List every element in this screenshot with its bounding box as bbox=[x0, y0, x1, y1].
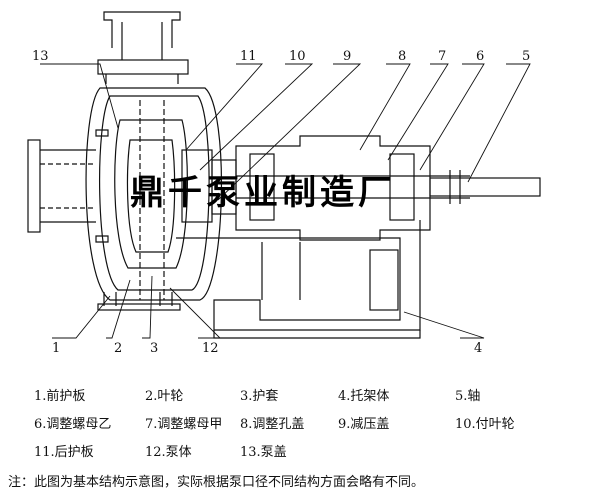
pump-sectional-diagram: 13 11 10 9 8 7 6 5 1 2 3 12 4 鼎千泵业制造厂 bbox=[27, 11, 541, 356]
shaft bbox=[429, 177, 541, 197]
callout-8: 8 bbox=[398, 49, 406, 64]
legend-item: 11.后护板 bbox=[34, 445, 94, 460]
company-watermark: 鼎千泵业制造厂 bbox=[130, 173, 396, 213]
legend-item: 12.泵体 bbox=[145, 445, 192, 460]
discharge-flange bbox=[97, 59, 189, 75]
callout-7: 7 bbox=[438, 49, 446, 64]
inlet-flange bbox=[27, 139, 41, 233]
callout-3: 3 bbox=[150, 341, 158, 356]
bearing-housing bbox=[235, 135, 431, 241]
callout-6: 6 bbox=[476, 49, 484, 64]
footnote: 注：此图为基本结构示意图，实际根据泵口径不同结构方面会略有不同。 bbox=[8, 475, 425, 490]
frame-base bbox=[176, 220, 421, 331]
discharge-pipe bbox=[103, 11, 181, 48]
legend-item: 6.调整螺母乙 bbox=[34, 417, 112, 432]
legend-item: 10.付叶轮 bbox=[455, 417, 515, 432]
callout-5: 5 bbox=[522, 49, 530, 64]
legend-item: 7.调整螺母甲 bbox=[145, 417, 223, 432]
legend-item: 2.叶轮 bbox=[145, 389, 184, 404]
callout-10: 10 bbox=[289, 49, 306, 64]
pump-casing bbox=[85, 87, 223, 301]
legend-item: 5.轴 bbox=[455, 389, 481, 404]
callout-11: 11 bbox=[240, 49, 257, 64]
legend-item: 9.减压盖 bbox=[338, 417, 390, 432]
callout-13: 13 bbox=[32, 49, 49, 64]
legend-item: 4.托架体 bbox=[338, 389, 390, 404]
callout-12: 12 bbox=[202, 341, 219, 356]
callout-1: 1 bbox=[52, 341, 60, 356]
legend-item: 1.前护板 bbox=[34, 389, 86, 404]
legend-item: 3.护套 bbox=[240, 389, 279, 404]
callout-4: 4 bbox=[474, 341, 482, 356]
callout-2: 2 bbox=[114, 341, 122, 356]
callout-9: 9 bbox=[343, 49, 351, 64]
impeller bbox=[114, 119, 188, 269]
parts-legend: 1.前护板 2.叶轮 3.护套 4.托架体 5.轴 6.调整螺母乙 7.调整螺母… bbox=[0, 375, 606, 465]
legend-item: 8.调整孔盖 bbox=[240, 417, 305, 432]
legend-item: 13.泵盖 bbox=[240, 445, 287, 460]
